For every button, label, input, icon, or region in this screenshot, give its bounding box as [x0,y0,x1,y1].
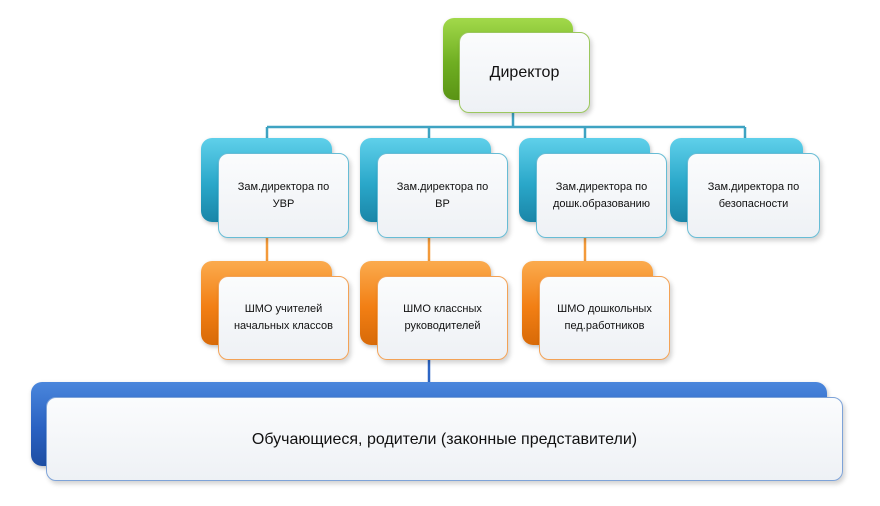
director-label: Директор [489,64,560,81]
director-node: Директор [443,18,590,113]
method-unit-node-primary: ШМО учителей начальных классов [201,261,349,361]
method-unit-box: ШМО классных руководителей [377,276,508,360]
deputy-label-vr: Зам.директора по ВР [396,180,489,210]
director-connectors [265,108,747,140]
method-unit-label-class-teachers: ШМО классных руководителей [403,303,482,332]
deputy-box: Зам.директора по ВР [377,153,508,238]
students-box: Обучающиеся, родители (законные представ… [46,397,843,481]
deputy-node-preschool: Зам.директора по дошк.образованию [519,138,667,239]
method-unit-box: ШМО дошкольных пед.работников [539,276,670,360]
deputy-box: Зам.директора по безопасности [687,153,820,238]
deputy-connectors [265,235,587,262]
method-unit-label-preschool: ШМО дошкольных пед.работников [557,303,652,332]
deputy-node-uvr: Зам.директора по УВР [201,138,349,239]
method-unit-node-preschool: ШМО дошкольных пед.работников [522,261,670,361]
deputy-label-safety: Зам.директора по безопасности [707,180,800,210]
deputy-label-preschool: Зам.директора по дошк.образованию [552,180,651,210]
deputy-node-vr: Зам.директора по ВР [360,138,508,239]
method-unit-box: ШМО учителей начальных классов [218,276,349,360]
students-node: Обучающиеся, родители (законные представ… [31,382,843,482]
deputy-label-uvr: Зам.директора по УВР [237,180,330,210]
method-unit-node-class-teachers: ШМО классных руководителей [360,261,508,361]
deputy-box: Зам.директора по УВР [218,153,349,238]
director-box: Директор [459,32,590,113]
deputy-node-safety: Зам.директора по безопасности [670,138,820,239]
deputy-box: Зам.директора по дошк.образованию [536,153,667,238]
students-label: Обучающиеся, родители (законные представ… [251,430,638,448]
method-unit-label-primary: ШМО учителей начальных классов [233,303,334,332]
